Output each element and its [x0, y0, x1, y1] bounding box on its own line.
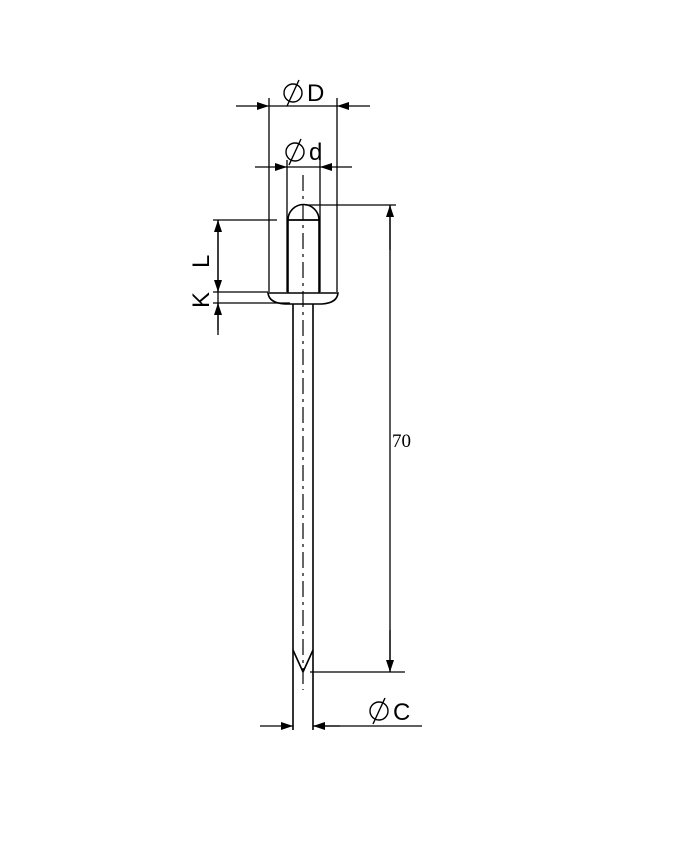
- label-length: L: [188, 255, 215, 268]
- label-head-height: K: [188, 292, 215, 308]
- svg-text:C: C: [393, 699, 410, 726]
- dimension-head-diameter: [236, 98, 370, 292]
- label-body-diameter: d: [285, 138, 322, 166]
- dimension-body-diameter: [255, 160, 352, 292]
- label-total-length: 70: [392, 431, 411, 452]
- label-mandrel-diameter: C: [369, 697, 410, 726]
- dimension-length-and-head-height: [213, 219, 290, 335]
- label-head-diameter: D: [283, 79, 324, 107]
- svg-text:d: d: [309, 139, 322, 166]
- rivet-body: [267, 203, 339, 730]
- svg-text:D: D: [307, 80, 324, 107]
